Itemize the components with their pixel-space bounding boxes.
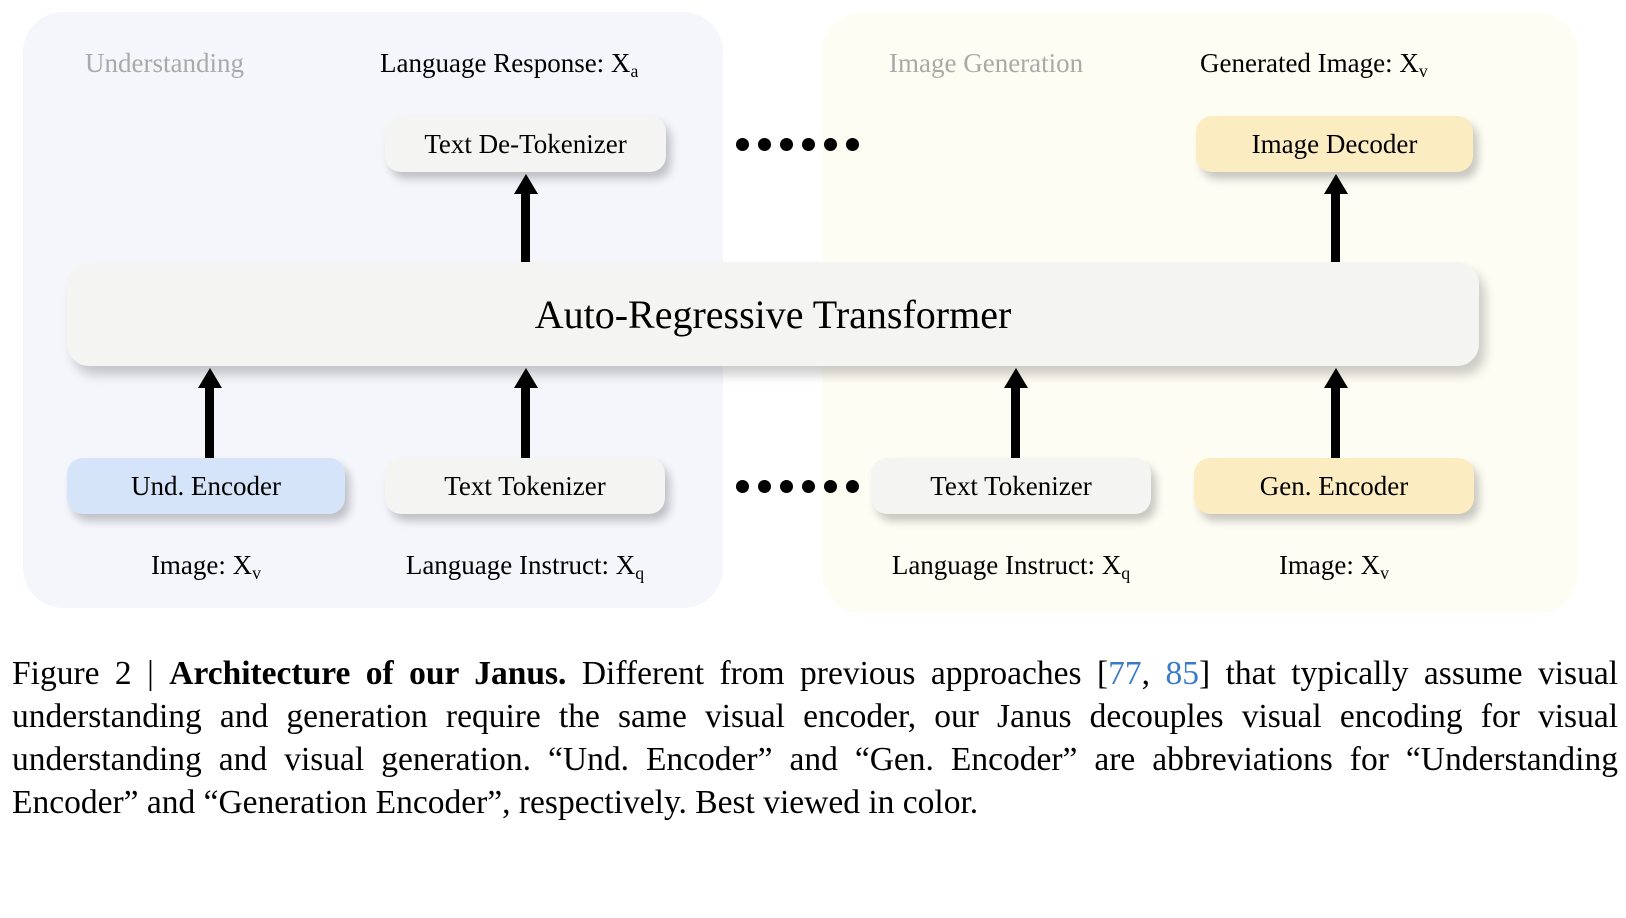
ellipsis-dot xyxy=(802,480,815,493)
arrow-text-tokenizer-left-to-transformer xyxy=(521,384,530,458)
label-image-right-text: Image: X xyxy=(1278,550,1381,580)
ellipsis-bottom xyxy=(736,480,859,493)
box-text-de-tokenizer[interactable]: Text De-Tokenizer xyxy=(385,116,666,172)
label-generated-image-text: Generated Image: X xyxy=(1200,48,1419,78)
box-text-tokenizer-left[interactable]: Text Tokenizer xyxy=(385,458,665,514)
panel-title-image-generation: Image Generation xyxy=(889,48,1084,78)
label-image-right: Image: Xv xyxy=(1194,550,1474,584)
ellipsis-dot xyxy=(758,480,771,493)
box-image-decoder[interactable]: Image Decoder xyxy=(1196,116,1473,172)
ellipsis-dot xyxy=(824,138,837,151)
ellipsis-dot xyxy=(758,138,771,151)
ellipsis-dot xyxy=(846,480,859,493)
label-language-instruct-right: Language Instruct: Xq xyxy=(871,550,1151,584)
ellipsis-dot xyxy=(780,480,793,493)
label-language-instruct-right-sub: q xyxy=(1121,562,1131,583)
label-image-left-text: Image: X xyxy=(150,550,253,580)
caption-bold-title: Architecture of our Janus. xyxy=(169,655,567,692)
caption-part1: Different from previous approaches [ xyxy=(566,655,1109,692)
label-language-response-text: Language Response: X xyxy=(380,48,631,78)
label-generated-image-sub: v xyxy=(1418,60,1428,81)
label-language-instruct-right-text: Language Instruct: X xyxy=(891,550,1122,580)
label-language-response-sub: a xyxy=(630,60,639,81)
label-image-left-sub: v xyxy=(252,562,262,583)
panel-title-understanding: Understanding xyxy=(85,48,244,78)
box-und-encoder[interactable]: Und. Encoder xyxy=(67,458,345,514)
caption-prefix: Figure 2 | xyxy=(12,655,170,692)
ellipsis-dot xyxy=(780,138,793,151)
ellipsis-dot xyxy=(736,138,749,151)
label-image-right-sub: v xyxy=(1380,562,1390,583)
label-image-left: Image: Xv xyxy=(67,550,345,584)
box-auto-regressive-transformer[interactable]: Auto-Regressive Transformer xyxy=(67,262,1479,366)
arrow-und-encoder-to-transformer xyxy=(205,384,214,458)
arrow-gen-encoder-to-transformer xyxy=(1331,384,1340,458)
box-gen-encoder[interactable]: Gen. Encoder xyxy=(1194,458,1474,514)
label-generated-image: Generated Image: Xv xyxy=(1200,48,1428,82)
citation-link-77[interactable]: 77 xyxy=(1108,655,1142,692)
ellipsis-dot xyxy=(824,480,837,493)
ellipsis-dot xyxy=(802,138,815,151)
box-text-tokenizer-right[interactable]: Text Tokenizer xyxy=(871,458,1151,514)
label-language-instruct-left: Language Instruct: Xq xyxy=(385,550,665,584)
label-language-response: Language Response: Xa xyxy=(380,48,638,82)
arrow-text-tokenizer-right-to-transformer xyxy=(1011,384,1020,458)
caption-citation-separator: , xyxy=(1141,655,1166,692)
ellipsis-top xyxy=(736,138,859,151)
caption-part2: ] that typically assume visual understan… xyxy=(12,655,1619,821)
label-language-instruct-left-text: Language Instruct: X xyxy=(405,550,636,580)
label-language-instruct-left-sub: q xyxy=(635,562,645,583)
ellipsis-dot xyxy=(736,480,749,493)
citation-link-85[interactable]: 85 xyxy=(1165,655,1199,692)
ellipsis-dot xyxy=(846,138,859,151)
arrow-transformer-to-image-decoder xyxy=(1331,190,1340,262)
arrow-transformer-to-text-de-tokenizer xyxy=(521,190,530,262)
figure-caption: Figure 2 | Architecture of our Janus. Di… xyxy=(12,652,1618,824)
